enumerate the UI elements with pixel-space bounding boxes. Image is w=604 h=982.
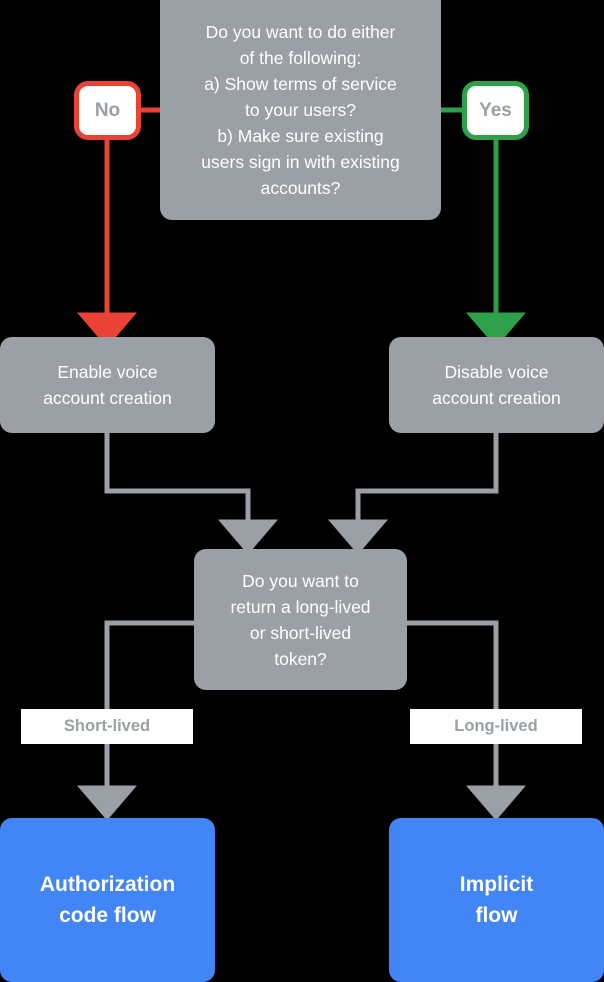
node-question-top: Do you want to do either of the followin… xyxy=(160,0,441,220)
branch-badge-no[interactable]: No xyxy=(74,81,141,140)
node-disable-voice-account-creation-text: Disable voice account creation xyxy=(432,362,561,408)
node-enable-voice-account-creation-text: Enable voice account creation xyxy=(43,362,172,408)
edge-enable-to-token xyxy=(104,432,278,555)
edge-label-long-lived-text: Long-lived xyxy=(454,717,538,735)
edge-disable-to-token xyxy=(328,432,499,555)
node-implicit-flow: Implicit flow xyxy=(389,818,604,982)
branch-badge-yes-label: Yes xyxy=(479,99,512,121)
node-question-token-text: Do you want to return a long-lived or sh… xyxy=(230,570,371,669)
node-disable-voice-account-creation: Disable voice account creation xyxy=(389,337,604,433)
branch-badge-no-label: No xyxy=(94,99,121,121)
node-implicit-flow-text: Implicit flow xyxy=(459,873,534,927)
node-question-top-text: Do you want to do either of the followin… xyxy=(201,22,400,198)
branch-badge-yes[interactable]: Yes xyxy=(462,81,529,140)
node-authorization-code-flow: Authorization code flow xyxy=(0,818,215,982)
edge-label-short-lived: Short-lived xyxy=(21,709,193,744)
edge-label-short-lived-text: Short-lived xyxy=(63,717,151,735)
node-enable-voice-account-creation: Enable voice account creation xyxy=(0,337,215,433)
edge-label-long-lived: Long-lived xyxy=(410,709,582,744)
node-authorization-code-flow-text: Authorization code flow xyxy=(39,873,176,927)
node-question-token: Do you want to return a long-lived or sh… xyxy=(194,549,407,690)
